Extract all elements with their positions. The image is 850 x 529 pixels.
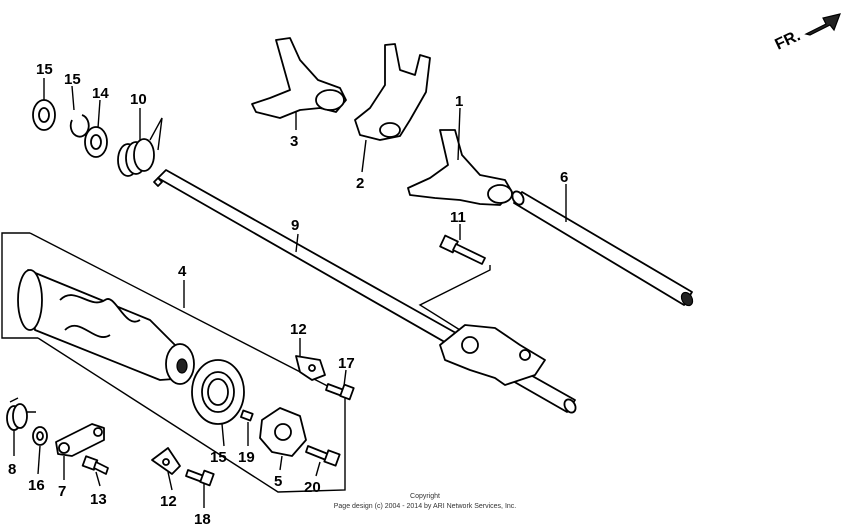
part-bolt-20[interactable] bbox=[305, 445, 341, 467]
front-arrow-icon bbox=[804, 13, 841, 36]
part-pin-19[interactable] bbox=[240, 409, 254, 422]
part-washer-14[interactable] bbox=[32, 426, 48, 446]
copyright-line-1: Copyright bbox=[410, 493, 440, 500]
drum-assembly-outline-upper bbox=[29, 232, 346, 396]
part-bearing-16[interactable] bbox=[191, 359, 245, 425]
callout-10: 10 bbox=[130, 91, 147, 108]
callout-16: 15 bbox=[210, 449, 227, 466]
part-bolt-18-lower[interactable] bbox=[185, 469, 215, 487]
drum-assembly-outline bbox=[1, 232, 38, 339]
callout-15b: 14 bbox=[92, 85, 109, 102]
callout-14: 16 bbox=[28, 477, 45, 494]
part-shift-fork-3[interactable] bbox=[251, 37, 347, 119]
bolt-11-leader bbox=[418, 265, 491, 331]
callout-3: 3 bbox=[290, 133, 298, 150]
part-bolt-18-upper[interactable] bbox=[325, 383, 355, 401]
part-shift-fork-2[interactable] bbox=[354, 43, 431, 141]
callout-labels: 15 15 14 10 3 2 1 6 9 11 4 12 17 15 19 5… bbox=[8, 61, 568, 528]
part-washer-15a[interactable] bbox=[32, 99, 56, 131]
part-stopper-arm-7[interactable] bbox=[55, 423, 105, 457]
part-drum-center-plate[interactable] bbox=[439, 324, 546, 386]
callout-12b: 12 bbox=[160, 493, 177, 510]
callout-1: 1 bbox=[455, 93, 463, 110]
callout-2: 2 bbox=[356, 175, 364, 192]
callout-17: 15 bbox=[64, 71, 81, 88]
callout-9: 9 bbox=[291, 217, 299, 234]
callout-15a: 15 bbox=[36, 61, 53, 78]
part-bolt-13[interactable] bbox=[81, 455, 109, 475]
part-washer-15b[interactable] bbox=[84, 126, 108, 158]
callout-18a: 17 bbox=[338, 355, 355, 372]
part-return-spring-10[interactable] bbox=[117, 117, 163, 177]
part-plate-12-lower[interactable] bbox=[151, 447, 181, 475]
part-shift-fork-shaft-short[interactable] bbox=[510, 189, 695, 307]
front-direction-label: FR. bbox=[773, 27, 804, 53]
callout-18b: 18 bbox=[194, 511, 211, 528]
callout-13: 13 bbox=[90, 491, 107, 508]
part-bolt-11[interactable] bbox=[439, 234, 486, 265]
callout-19: 19 bbox=[238, 449, 255, 466]
callout-5: 5 bbox=[274, 473, 282, 490]
callout-7: 7 bbox=[58, 483, 66, 500]
part-drum-center-5[interactable] bbox=[259, 407, 307, 457]
callout-6: 6 bbox=[560, 169, 568, 186]
part-spring-8[interactable] bbox=[6, 397, 36, 431]
callout-8: 8 bbox=[8, 461, 16, 478]
callout-11: 11 bbox=[450, 209, 466, 226]
callout-12a: 12 bbox=[290, 321, 307, 338]
callout-20: 20 bbox=[304, 479, 321, 496]
part-snap-ring-17[interactable] bbox=[69, 114, 90, 138]
part-shift-fork-1[interactable] bbox=[407, 129, 513, 206]
leader-lines bbox=[13, 78, 567, 508]
drum-assembly-outline-lower bbox=[37, 337, 346, 493]
part-plate-12-upper[interactable] bbox=[295, 355, 326, 381]
callout-4: 4 bbox=[178, 263, 187, 280]
part-shift-drum[interactable] bbox=[17, 269, 195, 385]
copyright-footer: Copyright Page design (c) 2004 - 2014 by… bbox=[334, 493, 517, 510]
copyright-line-2: Page design (c) 2004 - 2014 by ARI Netwo… bbox=[334, 503, 517, 510]
front-direction-indicator: FR. bbox=[773, 13, 841, 54]
